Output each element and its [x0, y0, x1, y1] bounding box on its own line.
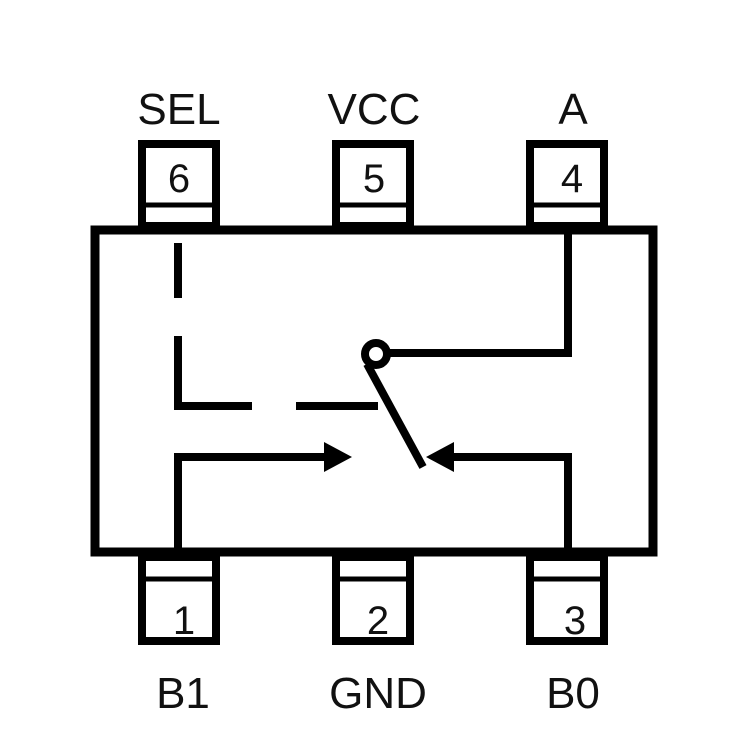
pin-4-number: 4 — [561, 157, 583, 201]
pin-3-b0: 3 B0 — [526, 553, 608, 718]
switch-pivot-circle — [361, 339, 391, 369]
pin-6-sel: SEL 6 — [137, 85, 221, 230]
pin-2-pad — [332, 553, 414, 645]
pin-2-number: 2 — [367, 599, 389, 643]
pin-6-name: SEL — [137, 85, 220, 134]
pin-3-pad — [526, 553, 608, 645]
b1-arrow-head — [324, 442, 352, 472]
pin-1-number: 1 — [173, 599, 195, 643]
b1-path-line — [174, 453, 330, 552]
pin-3-name: B0 — [546, 669, 600, 718]
pin-6-number: 6 — [168, 157, 190, 201]
common-a-line — [386, 230, 572, 357]
pin-5-name: VCC — [328, 85, 421, 134]
pin-3-number: 3 — [564, 599, 586, 643]
internal-switch-schematic — [174, 230, 572, 552]
switch-blade — [363, 362, 427, 469]
pin-4-name: A — [558, 85, 588, 134]
b0-path-line — [448, 453, 572, 552]
pin-5-pad — [332, 140, 414, 230]
pin-4-a: A 4 — [526, 85, 608, 230]
pin-5-number: 5 — [363, 157, 385, 201]
pin-1-name: B1 — [156, 669, 210, 718]
pin-5-vcc: VCC 5 — [328, 85, 421, 230]
pin-1-b1: 1 B1 — [138, 553, 220, 718]
b0-arrow-head — [426, 442, 454, 472]
pin-6-pad — [138, 140, 220, 230]
pin-4-pad — [526, 140, 608, 230]
pin-2-name: GND — [329, 669, 427, 718]
pin-1-pad — [138, 553, 220, 645]
pin-2-gnd: 2 GND — [329, 553, 427, 718]
